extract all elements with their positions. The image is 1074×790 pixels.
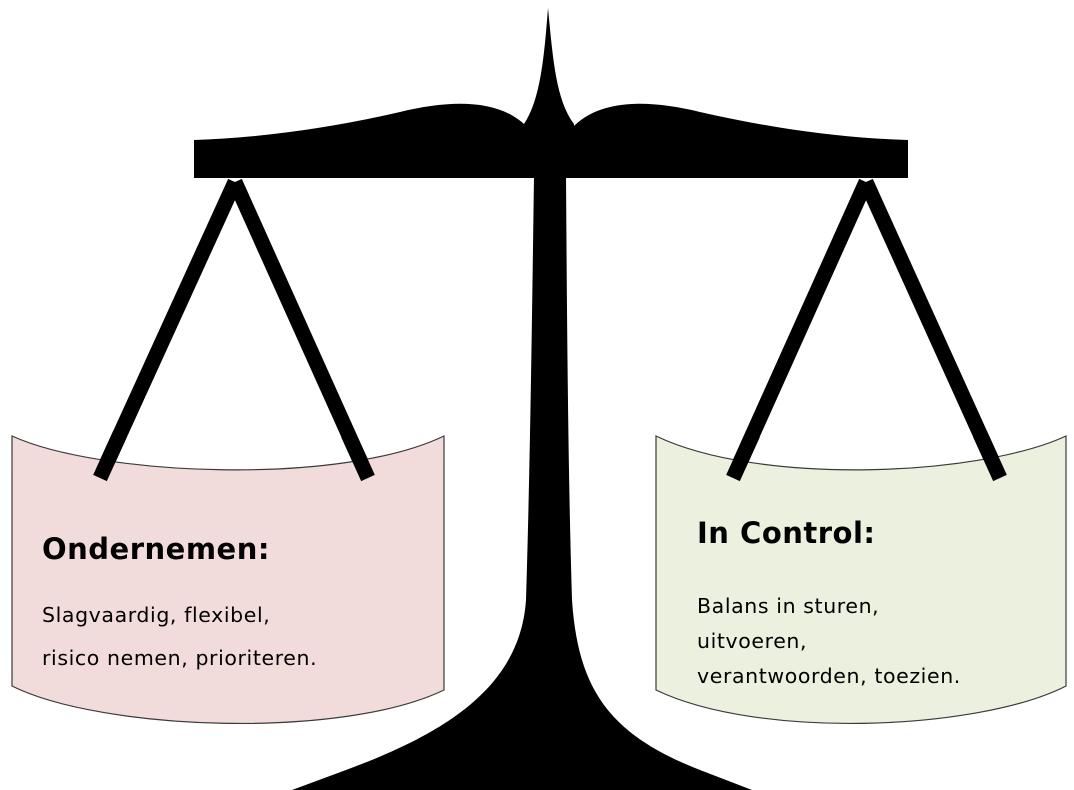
left-string-b-top [341,430,375,482]
right-pan [655,435,1067,725]
scale-stem [524,8,574,130]
right-pan-line-3: verantwoorden, toezien. [697,664,961,688]
left-string-b [228,178,375,482]
right-string-b-top [973,430,1007,482]
scale-beam [194,103,908,178]
scale-column [292,176,752,790]
right-pan-line-2: uitvoeren, [697,629,808,653]
right-pan-title: In Control: [697,516,876,550]
left-string-a-top [93,430,127,482]
left-string-a [93,178,242,482]
right-pan-line-1: Balans in sturen, [697,594,880,618]
left-pan [11,435,445,725]
right-string-a-top [726,430,760,482]
right-string-b [859,178,1007,482]
left-pan-title: Ondernemen: [42,532,270,566]
right-string-a [726,178,873,482]
left-pan-line-2: risico nemen, prioriteren. [42,646,318,670]
left-pan-line-1: Slagvaardig, flexibel, [42,603,271,627]
